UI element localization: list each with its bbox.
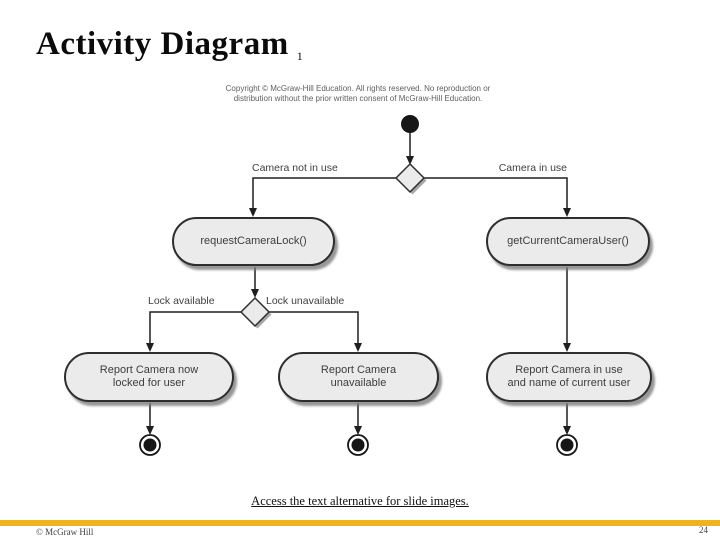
page-title-subscript: 1 <box>296 49 304 63</box>
page-title-text: Activity Diagram <box>36 26 289 62</box>
copyright-line-2: distribution without the prior written c… <box>233 94 483 103</box>
node-label-line: unavailable <box>330 377 387 389</box>
node-label: Report Camera unavailable <box>321 364 396 390</box>
activity-node-report-in-use: Report Camera in use and name of current… <box>486 352 652 402</box>
edge-decision1-right <box>424 177 568 212</box>
copyright-line-1: Copyright © McGraw-Hill Education. All r… <box>225 84 491 93</box>
activity-node-request-camera-lock: requestCameraLock() <box>172 217 335 266</box>
arrowhead-icon <box>251 289 259 298</box>
edge-decision2-left <box>149 311 241 347</box>
footer-copyright: © McGraw Hill <box>36 527 94 537</box>
final-node-icon <box>347 434 369 456</box>
node-label: requestCameraLock() <box>200 235 307 247</box>
slide-page-number: 24 <box>699 525 708 535</box>
edge-label-lock-unavailable: Lock unavailable <box>266 295 345 307</box>
arrowhead-icon <box>563 426 571 435</box>
arrowhead-icon <box>406 156 414 165</box>
arrowhead-icon <box>563 343 571 352</box>
node-label: Report Camera in use and name of current… <box>508 364 631 390</box>
page-title: Activity Diagram 1 <box>36 26 303 63</box>
arrowhead-icon <box>354 343 362 352</box>
edge-label-camera-not-in-use: Camera not in use <box>252 162 338 174</box>
final-node-icon <box>556 434 578 456</box>
arrowhead-icon <box>146 426 154 435</box>
edge-decision2-right <box>269 311 359 347</box>
node-label-line: locked for user <box>112 377 186 389</box>
node-label: getCurrentCameraUser() <box>507 235 629 247</box>
activity-node-get-current-camera-user: getCurrentCameraUser() <box>486 217 650 266</box>
arrowhead-icon <box>249 208 257 217</box>
node-label-line: Report Camera now <box>99 364 199 376</box>
node-label: Report Camera now locked for user <box>100 364 198 390</box>
arrowhead-icon <box>146 343 154 352</box>
arrowhead-icon <box>354 426 362 435</box>
final-node-icon <box>139 434 161 456</box>
arrowhead-icon <box>563 208 571 217</box>
node-label-line: Report Camera <box>320 364 397 376</box>
edge-label-camera-in-use: Camera in use <box>498 162 567 174</box>
edge-decision1-left <box>252 177 396 212</box>
edge-label-lock-available: Lock available <box>148 295 215 307</box>
node-label-line: Report Camera in use <box>515 364 623 376</box>
node-label-line: and name of current user <box>507 377 631 389</box>
copyright-notice: Copyright © McGraw-Hill Education. All r… <box>158 84 558 104</box>
activity-node-report-unavailable: Report Camera unavailable <box>278 352 439 402</box>
initial-node-icon <box>401 115 419 133</box>
activity-node-report-locked: Report Camera now locked for user <box>64 352 234 402</box>
decision1-diamond-icon <box>394 162 427 195</box>
footer-accent-bar <box>0 520 720 526</box>
text-alternative-link[interactable]: Access the text alternative for slide im… <box>251 494 469 508</box>
